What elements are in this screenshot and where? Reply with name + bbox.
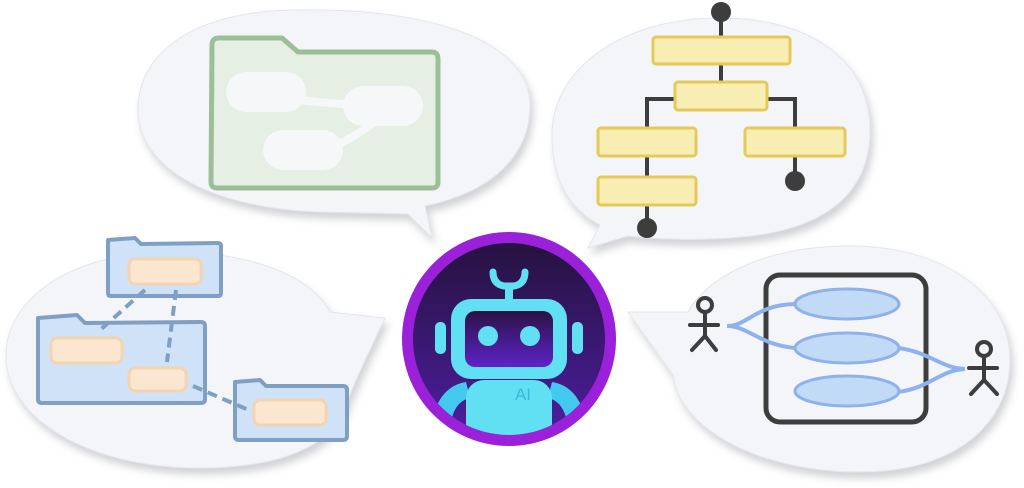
use-case-ellipse [793,374,901,408]
actor-icon [967,340,999,396]
use-case-diagram [688,272,999,425]
activity-box [596,126,698,158]
flowchart-folder-diagram [208,35,441,191]
activity-box [651,35,792,66]
end-node-icon [785,171,805,191]
flow-node [343,86,423,126]
package-class [49,336,124,365]
activity-box [743,126,847,158]
system-boundary [763,272,929,425]
ai-robot-badge: AI [402,232,616,446]
package-diagram [36,236,349,442]
actor-icon [688,296,720,352]
ai-label: AI [515,385,531,404]
activity-box [596,175,698,207]
package-class [127,366,188,393]
association-lines [726,302,966,394]
package-class [127,257,203,286]
start-node-icon [711,2,731,22]
package-class [252,398,328,427]
end-node-icon [637,218,657,238]
dependency-lines [96,288,252,413]
robot-icon [432,268,586,435]
flow-node [226,72,306,112]
use-case-ellipse [793,331,901,365]
activity-tree-diagram [596,2,847,238]
activity-box [673,80,769,112]
use-case-ellipse [793,287,901,321]
flow-node [263,130,343,170]
